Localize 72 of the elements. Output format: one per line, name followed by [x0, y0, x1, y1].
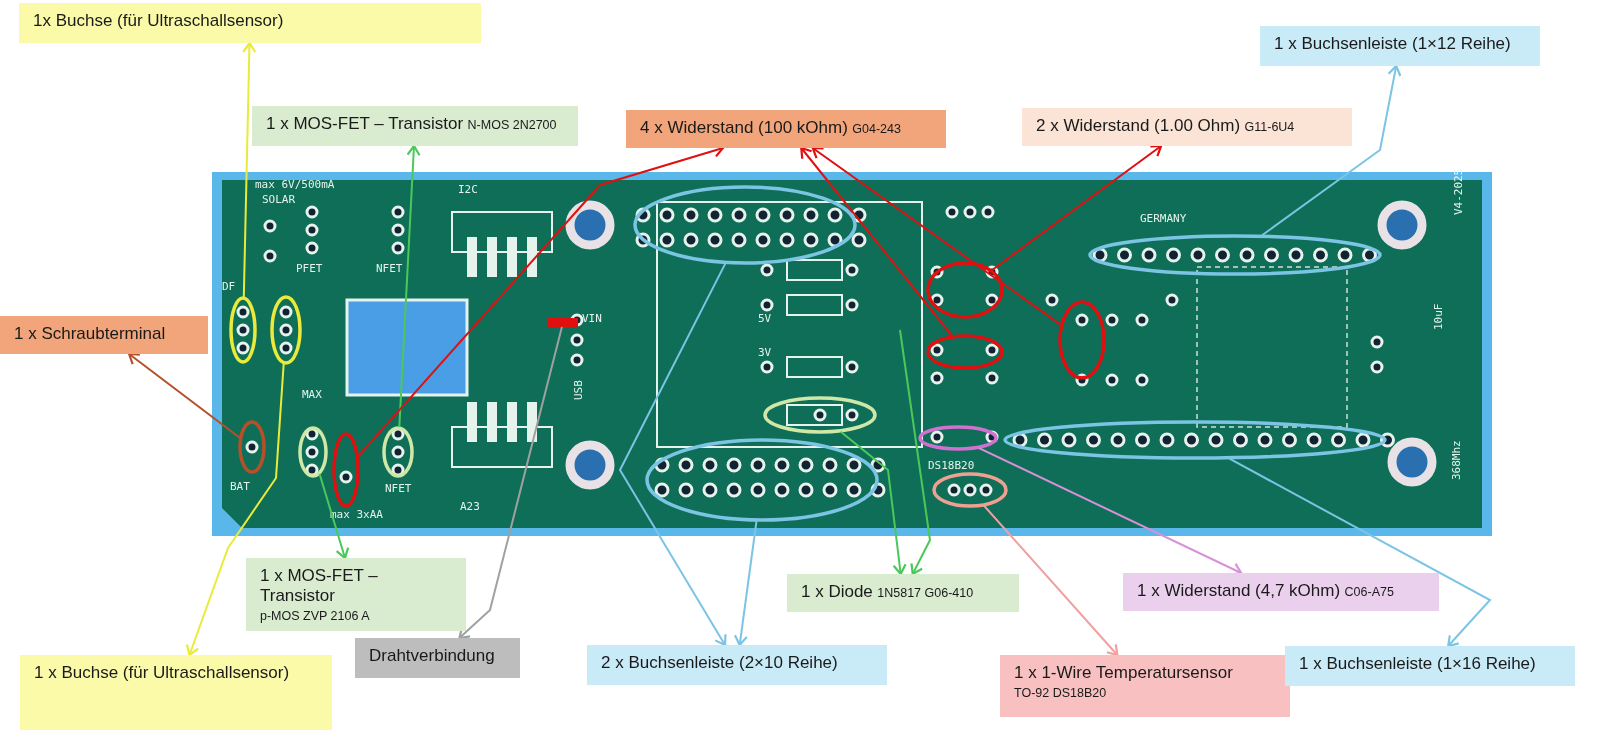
silkscreen-label: max 3xAA	[330, 508, 383, 521]
part-number: C06-A75	[1344, 585, 1394, 599]
arrow	[318, 473, 350, 560]
silkscreen-label: GERMANY	[1140, 212, 1187, 225]
part-number: G04-243	[852, 122, 901, 136]
callout-text: 1 x Widerstand (4,7 kOhm)	[1137, 581, 1341, 600]
part-number: 1N5817 G06-410	[877, 586, 974, 600]
callout-box	[1022, 108, 1352, 146]
callout-box	[355, 638, 520, 678]
callout-box	[1000, 655, 1290, 717]
callout-box	[1260, 26, 1540, 66]
wire-link-bar	[548, 318, 578, 327]
arrow	[899, 329, 932, 576]
callout-text: Drahtverbindung	[369, 646, 495, 665]
arrow	[1228, 457, 1492, 648]
silkscreen-label: 3V	[758, 346, 772, 359]
callout-text: 1x Buchse (für Ultraschallsensor)	[33, 11, 284, 30]
arrow	[185, 362, 285, 657]
arrow	[978, 447, 1243, 576]
arrow	[990, 144, 1163, 272]
silkscreen-label: SOLAR	[262, 193, 296, 206]
silkscreen-label: BAT	[230, 480, 250, 493]
arrow	[128, 352, 241, 439]
callout-text: 1 x Buchse (für Ultraschallsensor)	[34, 663, 290, 682]
callout-text: 1 x Buchsenleiste (1×16 Reihe)	[1299, 654, 1536, 673]
silkscreen-label: NFET	[385, 482, 412, 495]
silkscreen-label: max 6V/500mA	[255, 178, 335, 191]
callout-text: 2 x Widerstand (1.00 Ohm)	[1036, 116, 1241, 135]
callout-box	[587, 645, 887, 685]
arrow	[1261, 64, 1402, 237]
silkscreen-label: PFET	[296, 262, 323, 275]
silkscreen-label: DS18B20	[928, 459, 975, 472]
arrow	[242, 41, 257, 299]
callout-text: 1 x Diode	[801, 582, 873, 601]
silkscreen-label: I2C	[458, 183, 478, 196]
callout-box	[1285, 646, 1575, 686]
silkscreen-label: MAX	[302, 388, 322, 401]
callout-box	[626, 110, 946, 148]
arrow	[733, 520, 758, 647]
callout-text: 2 x Buchsenleiste (2×10 Reihe)	[601, 653, 838, 672]
arrow	[618, 262, 727, 647]
part-number: TO-92 DS18B20	[1014, 686, 1108, 700]
silkscreen-label: VIN	[582, 312, 602, 325]
callout-box	[787, 574, 1019, 612]
arrow	[811, 146, 1062, 326]
callout-box	[20, 655, 332, 730]
callout-text: 1 x MOS-FET – Transistor	[260, 566, 378, 605]
silkscreen-label: USB	[572, 380, 585, 400]
callout-text: 1 x 1-Wire Temperatursensor	[1014, 663, 1233, 682]
arrow	[800, 146, 954, 337]
silkscreen-label: 10uF	[1432, 303, 1445, 330]
callout-box	[19, 3, 481, 43]
silkscreen-label: DF	[222, 280, 236, 293]
arrow	[983, 504, 1119, 657]
silkscreen-label: NFET	[376, 262, 403, 275]
callout-text: 1 x MOS-FET – Transistor	[266, 114, 464, 133]
callout-text: 1 x Schraubterminal	[14, 324, 166, 343]
arrow	[458, 326, 563, 640]
callout-box	[1123, 573, 1439, 611]
callout-text: 1 x Buchsenleiste (1×12 Reihe)	[1274, 34, 1511, 53]
silkscreen-label: 368Mhz	[1450, 440, 1463, 480]
arrow	[398, 144, 421, 429]
arrow	[839, 430, 907, 576]
callout-box	[0, 316, 208, 354]
silkscreen-label: A23	[460, 500, 480, 513]
silkscreen-label: 5V	[758, 312, 772, 325]
callout-text: 4 x Widerstand (100 kOhm)	[640, 118, 848, 137]
part-number: N-MOS 2N2700	[467, 118, 557, 132]
callout-box	[246, 558, 466, 631]
callout-box	[252, 106, 578, 146]
part-number: p-MOS ZVP 2106 A	[260, 609, 371, 623]
part-number: G11-6U4	[1244, 120, 1295, 134]
